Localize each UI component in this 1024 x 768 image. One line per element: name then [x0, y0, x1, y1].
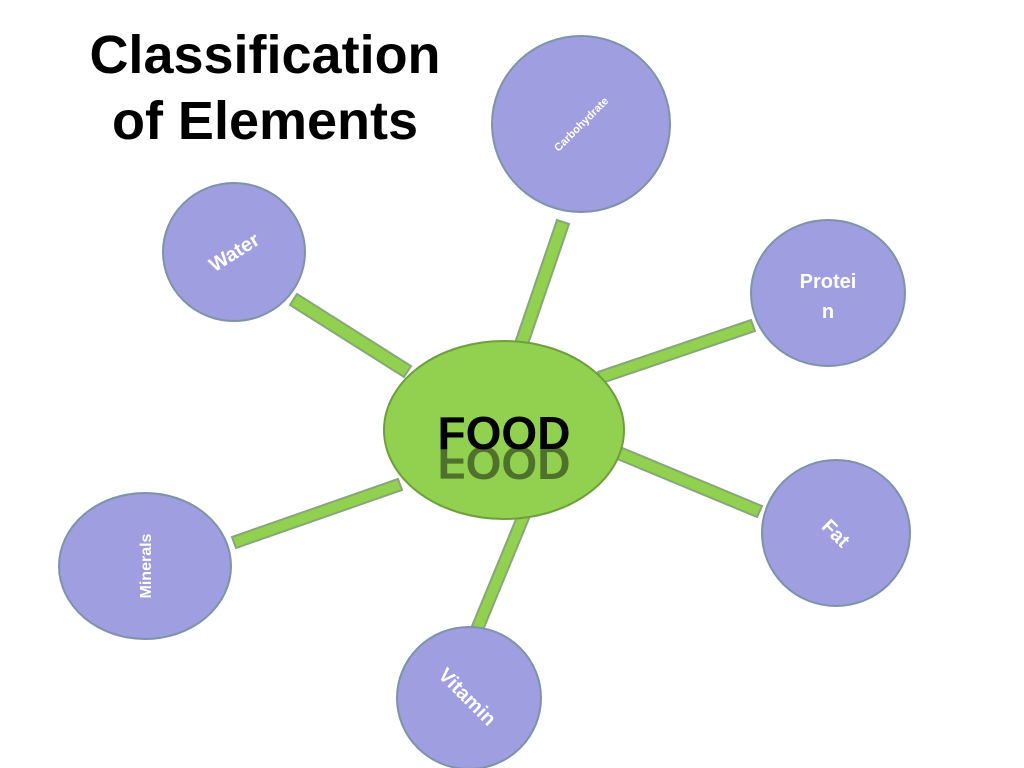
node-minerals-label: Minerals: [138, 533, 155, 598]
node-food-center: FOOD FOOD: [383, 340, 625, 520]
node-protein-label-line1: Protei: [800, 271, 857, 293]
connector-carbohydrate: [513, 218, 571, 349]
food-label-reflection: FOOD: [438, 437, 571, 489]
connector-protein: [596, 318, 757, 385]
node-protein: Protei n: [750, 219, 906, 367]
node-carbohydrate: Carbohydrate: [491, 35, 671, 213]
food-label: FOOD: [438, 407, 571, 459]
connector-water: [288, 292, 413, 379]
slide-title: Classification of Elements: [40, 22, 490, 154]
node-vitamin: Vitamin: [396, 626, 542, 768]
node-minerals: Minerals: [58, 492, 232, 640]
node-fat: Fat: [761, 459, 911, 607]
connector-fat: [613, 445, 764, 519]
node-protein-label-line2: n: [822, 301, 834, 323]
connector-vitamin: [470, 510, 532, 632]
title-line-2: of Elements: [111, 91, 419, 151]
connector-minerals: [230, 477, 404, 550]
node-water: Water: [162, 182, 306, 322]
title-line-1: Classification: [89, 25, 441, 85]
